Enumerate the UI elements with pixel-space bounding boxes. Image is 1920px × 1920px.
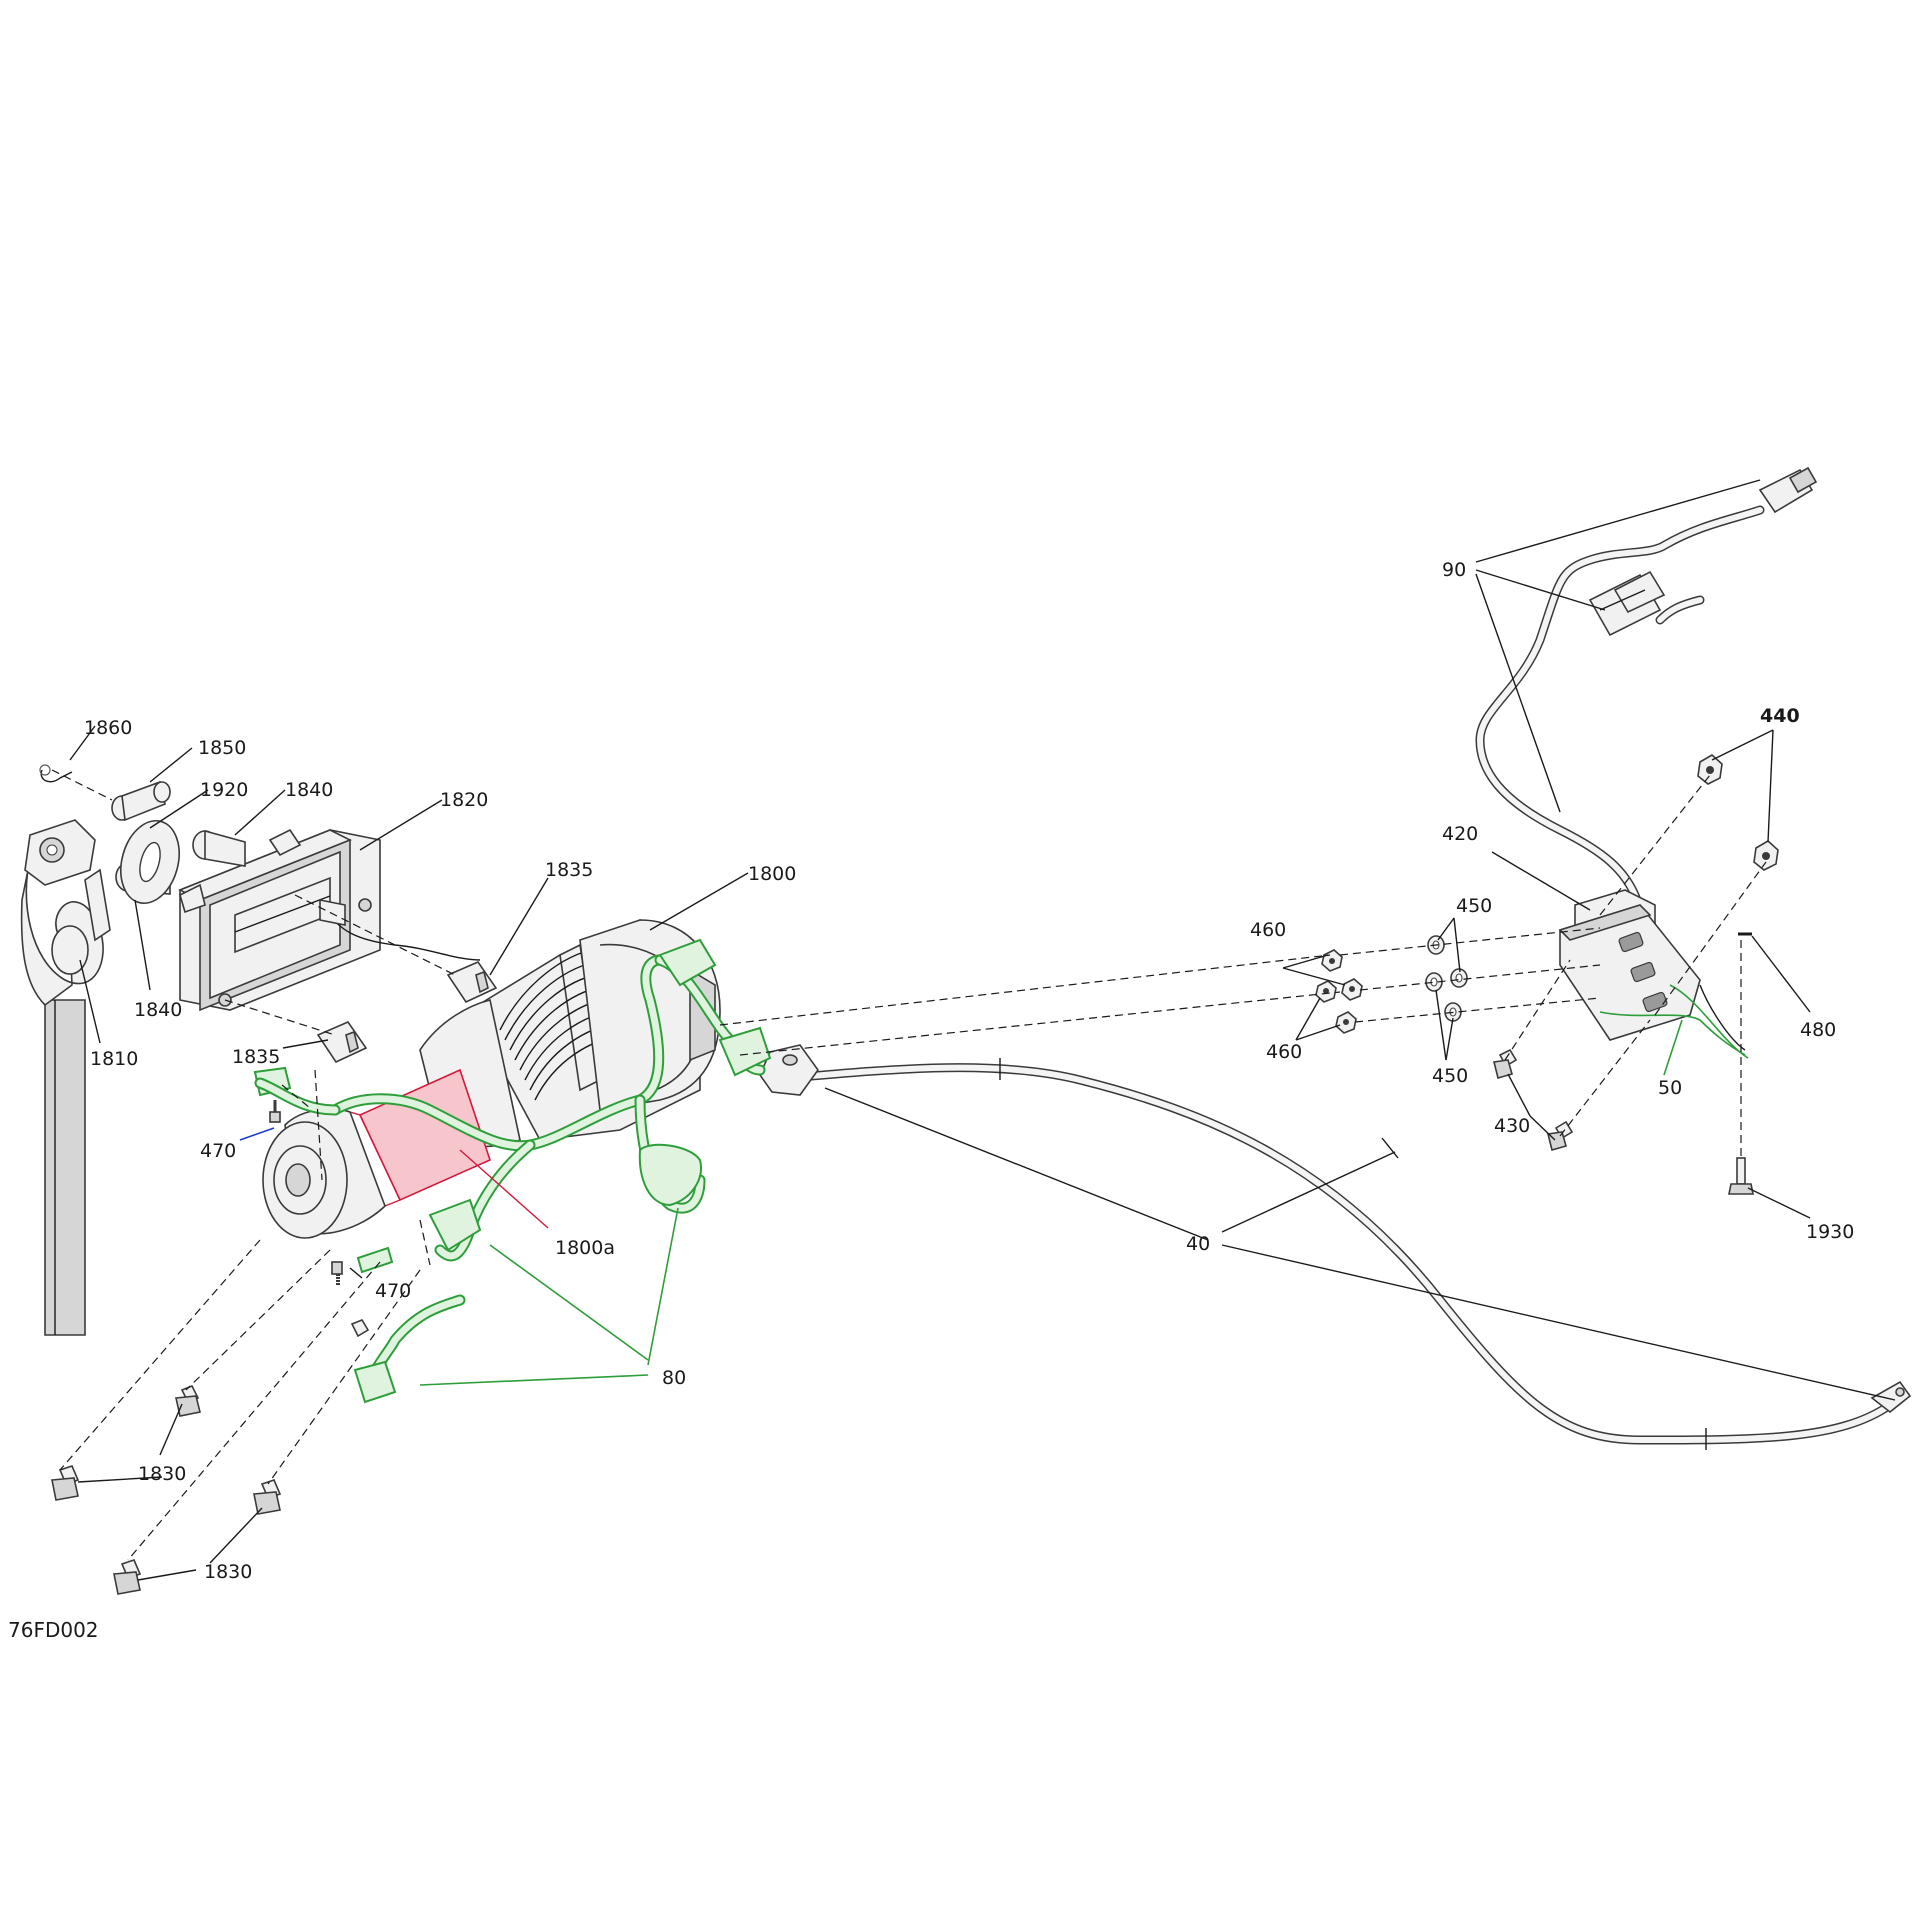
label-1840-lower: 1840 xyxy=(134,999,182,1021)
label-1810: 1810 xyxy=(90,1048,138,1070)
winch-hook-1810[interactable] xyxy=(20,819,111,1336)
solenoid-contactor-420[interactable] xyxy=(1558,889,1749,1059)
mounting-nut-1835-lower[interactable] xyxy=(316,1021,368,1064)
bolt-1830-d[interactable] xyxy=(113,1559,142,1595)
power-cable-40[interactable] xyxy=(759,1044,1912,1450)
label-1850: 1850 xyxy=(198,737,246,759)
roller-fairlead-1820[interactable] xyxy=(178,828,481,1012)
label-1820: 1820 xyxy=(440,789,488,811)
assembly-guide-lines xyxy=(51,769,1767,1561)
label-420: 420 xyxy=(1442,823,1478,845)
label-1830-upper: 1830 xyxy=(138,1463,186,1485)
connector-middle[interactable] xyxy=(1588,570,1666,637)
nut-460-low[interactable] xyxy=(1335,1011,1357,1034)
label-470-lower: 470 xyxy=(375,1280,411,1302)
label-1830-lower: 1830 xyxy=(204,1561,252,1583)
winch-cables-80[interactable] xyxy=(253,938,772,1404)
label-450-upper: 450 xyxy=(1456,895,1492,917)
label-470-upper: 470 xyxy=(200,1140,236,1162)
nut-440-upper[interactable] xyxy=(1697,754,1723,785)
label-440: 440 xyxy=(1760,705,1800,727)
label-1860: 1860 xyxy=(84,717,132,739)
label-40: 40 xyxy=(1186,1233,1210,1255)
bolt-1930[interactable] xyxy=(1728,1157,1754,1195)
label-50: 50 xyxy=(1658,1077,1682,1099)
bolt-430-a[interactable] xyxy=(1493,1048,1518,1079)
nut-460-mid-b[interactable] xyxy=(1341,978,1363,1001)
callout-labels: 1860 1850 1920 1840 1820 1835 1800 1840 … xyxy=(8,559,1854,1642)
label-90: 90 xyxy=(1442,559,1466,581)
bolt-430-b[interactable] xyxy=(1547,1120,1574,1151)
connector-upper[interactable] xyxy=(1758,466,1818,514)
clevis-pin-1850[interactable] xyxy=(111,780,171,822)
label-80: 80 xyxy=(662,1367,686,1389)
figure-code: 76FD002 xyxy=(8,1618,99,1642)
label-1930: 1930 xyxy=(1806,1221,1854,1243)
bolt-1830-c[interactable] xyxy=(253,1479,282,1515)
label-1800: 1800 xyxy=(748,863,796,885)
label-430: 430 xyxy=(1494,1115,1530,1137)
label-1800a: 1800a xyxy=(555,1237,615,1259)
washer-450-mid-b[interactable] xyxy=(1450,968,1468,988)
mounting-nut-1835-upper[interactable] xyxy=(446,961,498,1004)
hook-stopper-1920[interactable] xyxy=(112,814,188,910)
cotter-clip-1860[interactable] xyxy=(39,764,73,783)
nut-460-top[interactable] xyxy=(1321,949,1343,972)
bolt-1830-b[interactable] xyxy=(51,1465,80,1501)
wiring-harness-90[interactable] xyxy=(1475,466,1818,915)
callout-leaders xyxy=(69,479,1896,1581)
terminal-nut-470-lower[interactable] xyxy=(331,1261,370,1338)
terminal-nut-470-upper[interactable] xyxy=(269,1100,281,1123)
label-460-upper: 460 xyxy=(1250,919,1286,941)
label-450-lower: 450 xyxy=(1432,1065,1468,1087)
label-1835-upper: 1835 xyxy=(545,859,593,881)
label-460-lower: 460 xyxy=(1266,1041,1302,1063)
label-1835-lower: 1835 xyxy=(232,1046,280,1068)
label-480: 480 xyxy=(1800,1019,1836,1041)
bolt-1840-upper[interactable] xyxy=(192,829,246,867)
label-1840-upper: 1840 xyxy=(285,779,333,801)
nut-440-lower[interactable] xyxy=(1753,840,1779,871)
label-1920: 1920 xyxy=(200,779,248,801)
bolt-1830-a[interactable] xyxy=(175,1384,201,1417)
